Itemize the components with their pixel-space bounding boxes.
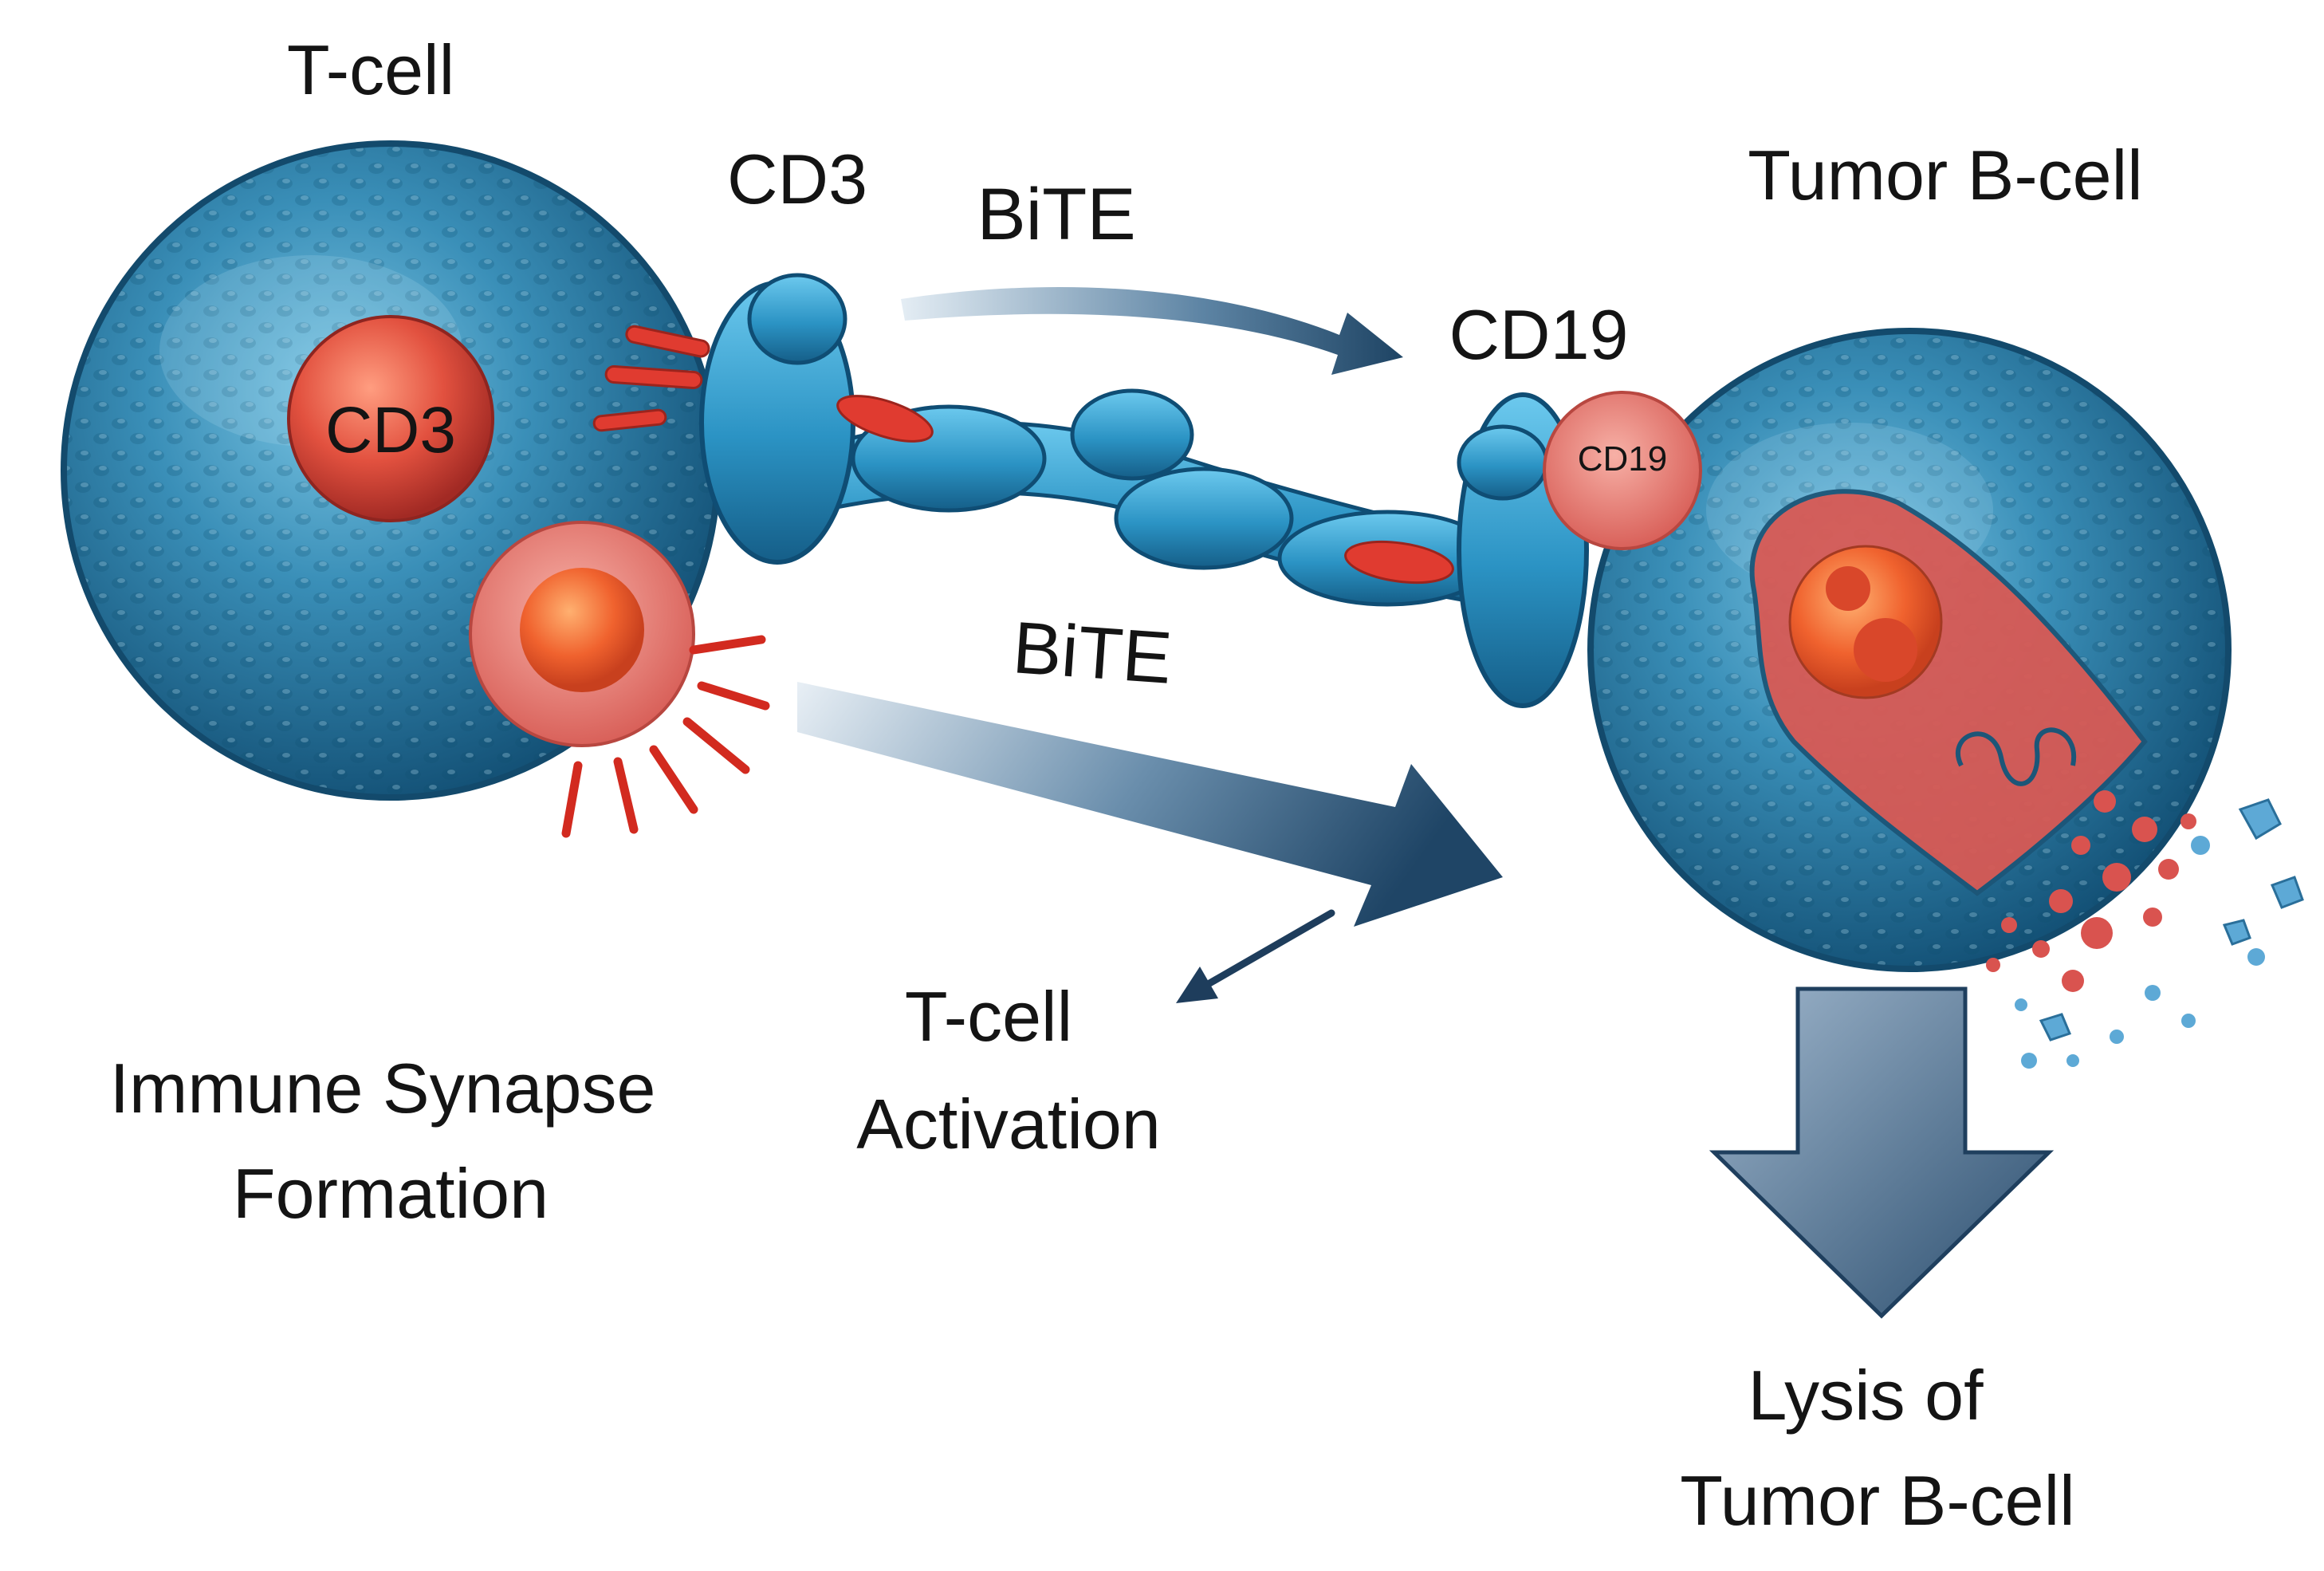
tumor-b-cell-title: Tumor B-cell	[1748, 136, 2142, 215]
bite-bottom-label: BiTE	[1010, 607, 1174, 699]
cd19-top-label: CD19	[1449, 295, 1629, 374]
activation-burst-lines	[561, 635, 770, 838]
lysis-line1: Lysis of	[1748, 1356, 1984, 1435]
bite-curved-arrow	[901, 287, 1403, 375]
cd19-antigen-circle	[1543, 391, 1702, 550]
cell-debris	[1986, 790, 2304, 1069]
bite-molecule	[699, 273, 1589, 708]
pointer-arrow	[1176, 909, 1335, 1003]
immune-synapse-line2: Formation	[233, 1154, 549, 1233]
lysis-line2: Tumor B-cell	[1680, 1461, 2074, 1540]
immune-synapse-line1: Immune Synapse	[110, 1049, 656, 1128]
activation-large-arrow	[797, 682, 1503, 927]
t-cell-activation-line2: Activation	[856, 1085, 1161, 1163]
lysis-down-arrow	[1709, 986, 2055, 1319]
t-cell-title: T-cell	[287, 30, 454, 109]
bite-top-label: BiTE	[977, 174, 1135, 255]
cd3-top-label: CD3	[727, 140, 867, 219]
cd3-binding-marks	[592, 325, 710, 432]
cd3-inner-label: CD3	[325, 394, 456, 467]
activated-granule	[469, 521, 695, 747]
t-cell-activation-line1: T-cell	[905, 977, 1072, 1056]
cd3-receptor-circle	[287, 315, 494, 522]
tumor-nucleus-lysing	[1749, 489, 2148, 896]
cd19-inner-label: CD19	[1578, 439, 1668, 478]
